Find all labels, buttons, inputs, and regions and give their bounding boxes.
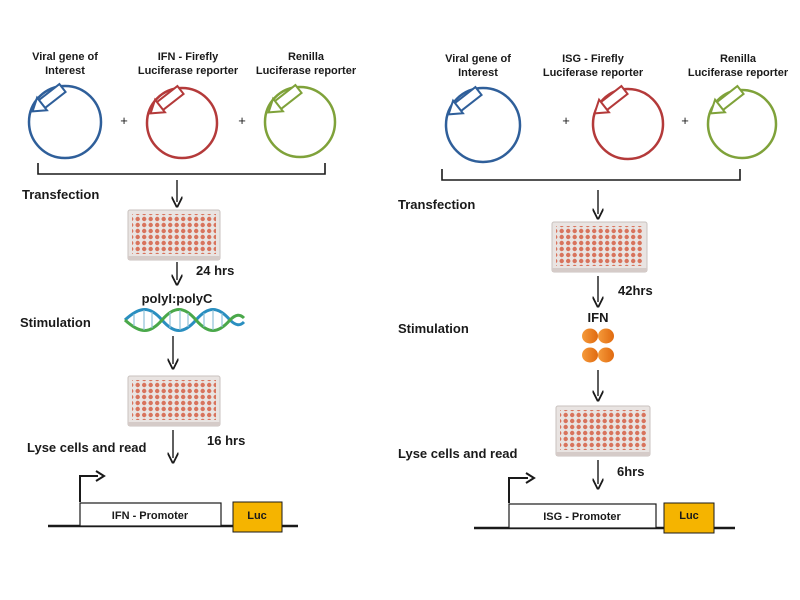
right-plus-1: +	[562, 113, 570, 128]
right-plasmid-renilla: Renilla Luciferase reporter	[688, 53, 789, 160]
well-plate-icon	[127, 375, 221, 427]
renilla-insert-arrow-icon	[267, 83, 303, 114]
left-panel: Viral gene of Interest + IFN - Firefly L…	[20, 51, 357, 533]
well-plate-icon	[127, 209, 221, 261]
right-time-1: 42hrs	[618, 283, 653, 298]
right-plasmid-2-label-line2: Luciferase reporter	[543, 67, 644, 79]
plasmid-ring-icon	[145, 86, 219, 160]
left-plus-1: +	[120, 113, 128, 128]
renilla-insert-arrow-icon	[709, 84, 745, 115]
left-promoter-label: IFN - Promoter	[112, 510, 189, 522]
left-plasmid-viral-gene: Viral gene of Interest	[27, 51, 103, 160]
left-luc-box	[232, 501, 283, 533]
well-plate-icon	[551, 221, 648, 273]
plasmid-ring-icon	[706, 88, 778, 160]
right-plasmid-viral-gene: Viral gene of Interest	[444, 53, 522, 164]
plasmid-ring-icon	[444, 86, 522, 164]
left-plasmid-2-label-line2: Luciferase reporter	[138, 65, 239, 77]
plasmid-ring-icon	[263, 85, 337, 159]
left-plasmid-1-label-line2: Interest	[45, 65, 85, 77]
left-plasmid-3-label-line1: Renilla	[288, 51, 325, 63]
right-luc-box	[663, 502, 715, 534]
gene-insert-arrow-icon	[447, 85, 483, 116]
dsrna-helix-icon	[123, 308, 246, 332]
gene-insert-arrow-icon	[31, 82, 67, 113]
right-time-2: 6hrs	[617, 464, 644, 479]
left-plasmid-3-label-line2: Luciferase reporter	[256, 65, 357, 77]
left-stimulant-label: polyI:polyC	[142, 291, 213, 306]
left-plasmid-1-label-line1: Viral gene of	[32, 51, 98, 63]
reporter-insert-arrow-icon	[593, 84, 629, 115]
left-reporter-construct: IFN - Promoter Luc	[48, 470, 298, 533]
right-luc-label: Luc	[679, 510, 699, 522]
left-transfection-label: Transfection	[22, 187, 99, 202]
left-plus-2: +	[238, 113, 246, 128]
right-promoter-label: ISG - Promoter	[543, 511, 621, 523]
combine-bracket	[441, 169, 741, 181]
left-time-2: 16 hrs	[207, 433, 245, 448]
right-plasmid-3-label-line2: Luciferase reporter	[688, 67, 789, 79]
right-plasmid-isg-firefly: ISG - Firefly Luciferase reporter	[543, 53, 665, 161]
left-stimulation-label: Stimulation	[20, 315, 91, 330]
reporter-insert-arrow-icon	[149, 84, 185, 115]
right-stimulant-label: IFN	[588, 310, 609, 325]
right-panel: Viral gene of Interest + ISG - Firefly L…	[398, 53, 789, 534]
right-plasmid-1-label-line1: Viral gene of	[445, 53, 511, 65]
ifn-molecules-icon	[582, 328, 614, 363]
left-luc-label: Luc	[247, 510, 267, 522]
plasmid-ring-icon	[591, 87, 665, 161]
right-stimulation-label: Stimulation	[398, 321, 469, 336]
transcription-start-arrow-icon	[79, 475, 98, 502]
right-plasmid-3-label-line1: Renilla	[720, 53, 757, 65]
right-lyse-label: Lyse cells and read	[398, 446, 518, 461]
left-lyse-label: Lyse cells and read	[27, 440, 147, 455]
right-plasmid-1-label-line2: Interest	[458, 67, 498, 79]
left-plasmid-renilla: Renilla Luciferase reporter	[256, 51, 357, 159]
left-promoter-box	[79, 502, 222, 527]
right-reporter-construct: ISG - Promoter Luc	[474, 472, 735, 534]
combine-bracket	[37, 163, 326, 175]
left-plasmid-2-label-line1: IFN - Firefly	[158, 51, 219, 63]
transcription-start-arrow-icon	[508, 477, 528, 503]
left-plasmid-ifn-firefly: IFN - Firefly Luciferase reporter	[138, 51, 239, 160]
right-plasmid-2-label-line1: ISG - Firefly	[562, 53, 625, 65]
plasmid-ring-icon	[27, 84, 103, 160]
left-time-1: 24 hrs	[196, 263, 234, 278]
well-plate-icon	[555, 405, 651, 457]
right-transfection-label: Transfection	[398, 197, 475, 212]
right-promoter-box	[508, 503, 657, 529]
right-plus-2: +	[681, 113, 689, 128]
